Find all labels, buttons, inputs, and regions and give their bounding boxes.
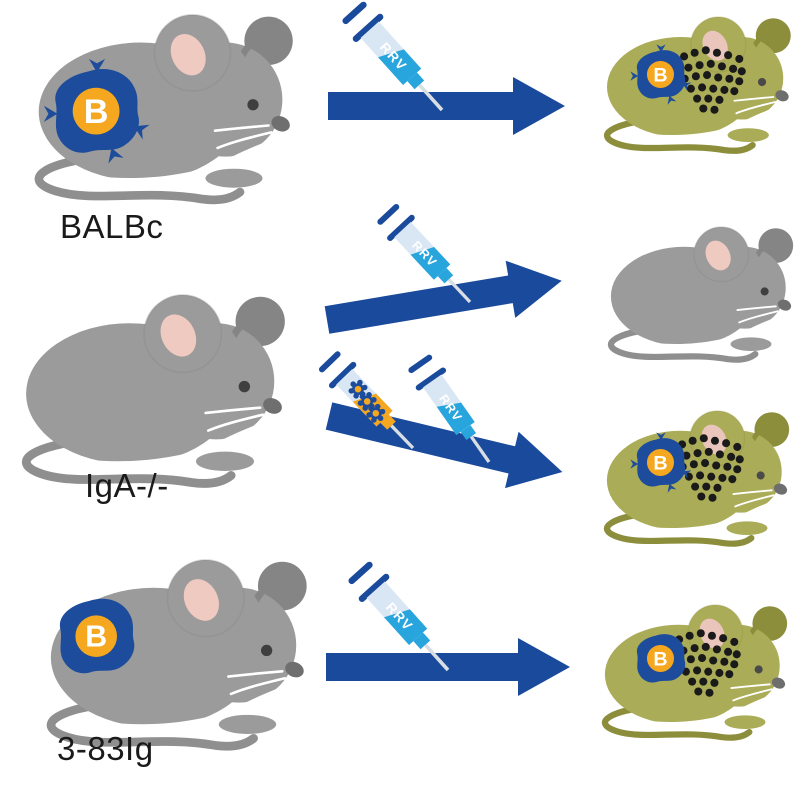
strain-label-383ig: 3-83Ig (57, 730, 154, 767)
b-cell-letter: B (653, 648, 667, 670)
result-mouse-iga-healthy (609, 226, 795, 361)
b-cell-letter: B (85, 620, 107, 654)
b-cell-result-row2: B (630, 432, 692, 493)
donor-mouse-iga-ko (24, 293, 287, 485)
arrow-iga-rrv-only-icon (324, 260, 562, 334)
result-mouse-balbc-infected (606, 16, 792, 152)
b-cell-letter: B (653, 452, 667, 474)
b-cell-result-row3: B (636, 634, 686, 683)
arrow-balbc-icon (328, 77, 565, 135)
b-cell-result-row1: B (630, 44, 692, 105)
arrow-383ig-icon (326, 638, 570, 696)
b-cell-syringe-icon (314, 347, 426, 461)
strain-label-balbc: BALBc (60, 208, 163, 245)
b-cell-balbc: B (43, 58, 150, 164)
strain-label-iga: IgA-/- (85, 467, 169, 504)
b-cell-383ig: B (59, 598, 135, 674)
b-cell-letter: B (653, 64, 667, 86)
b-cell-letter: B (84, 93, 109, 131)
